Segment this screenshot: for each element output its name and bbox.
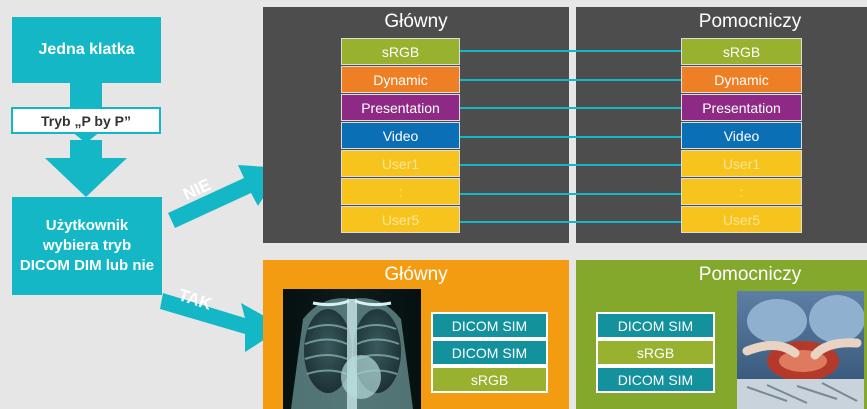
main-mode-ellipsis: : <box>341 178 460 205</box>
bottom-aux-dicom-2: DICOM SIM <box>596 366 715 393</box>
main-mode-user5: User5 <box>341 206 460 233</box>
main-mode-srgb: sRGB <box>341 38 460 65</box>
aux-mode-srgb: sRGB <box>681 38 802 65</box>
main-mode-user1: User1 <box>341 150 460 177</box>
aux-mode-video: Video <box>681 122 802 149</box>
bottom-main-dicom-2: DICOM SIM <box>431 339 548 366</box>
aux-mode-ellipsis: : <box>681 178 802 205</box>
xray-image <box>283 289 421 409</box>
bottom-main-title: Główny <box>263 264 569 286</box>
main-mode-presentation: Presentation <box>341 94 460 121</box>
aux-mode-dynamic: Dynamic <box>681 66 802 93</box>
main-mode-video: Video <box>341 122 460 149</box>
surgery-photo <box>737 291 864 409</box>
bottom-aux-srgb: sRGB <box>596 339 715 366</box>
aux-mode-presentation: Presentation <box>681 94 802 121</box>
bottom-main-dicom-1: DICOM SIM <box>431 312 548 339</box>
main-mode-dynamic: Dynamic <box>341 66 460 93</box>
bottom-main-srgb: sRGB <box>431 366 548 393</box>
bottom-aux-dicom-1: DICOM SIM <box>596 312 715 339</box>
aux-mode-user1: User1 <box>681 150 802 177</box>
aux-mode-user5: User5 <box>681 206 802 233</box>
bottom-aux-title: Pomocniczy <box>650 264 850 286</box>
